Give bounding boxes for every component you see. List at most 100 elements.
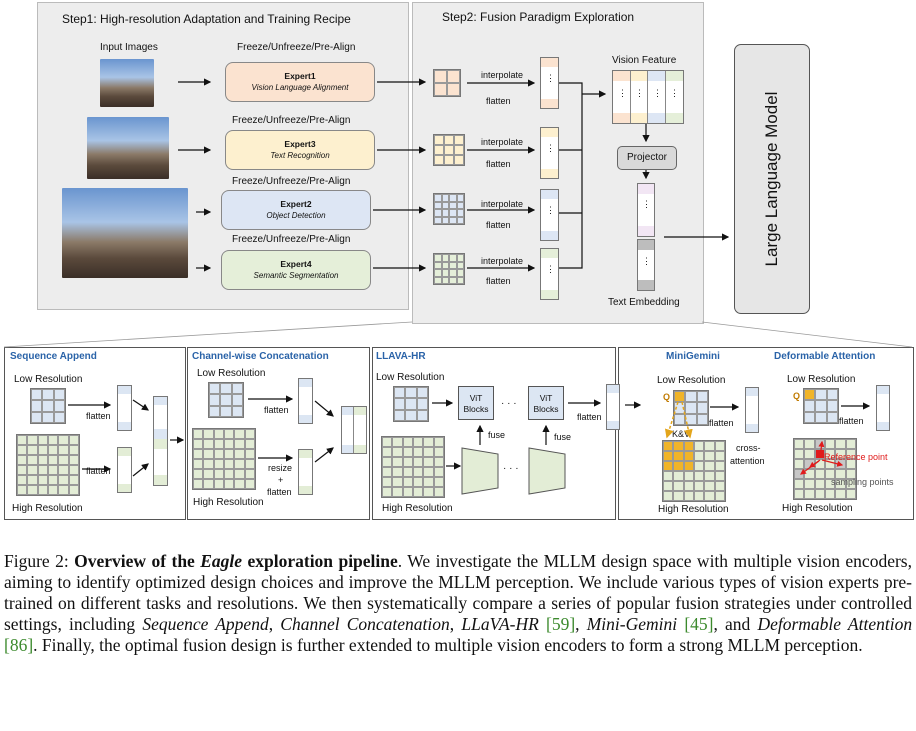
expert1-task: Vision Language Alignment — [251, 83, 349, 92]
seq-token-low — [117, 385, 132, 431]
vision-feature-dots-2: ⋮ — [635, 88, 644, 98]
expert1-name: Expert1 — [284, 71, 316, 81]
caption-method-4: Mini-Gemini — [586, 614, 678, 634]
expert4-box: Expert4 Semantic Segmentation — [221, 250, 371, 290]
llava-fuse-1: fuse — [488, 430, 506, 440]
interpolate-label-3: interpolate — [481, 199, 524, 209]
llava-low-res-label: Low Resolution — [376, 372, 445, 383]
channel-flatten-2: flatten — [267, 487, 292, 497]
deformable-q: Q — [793, 391, 801, 401]
projector-box: Projector — [617, 146, 677, 170]
caption-sep-1: , — [268, 614, 281, 634]
vit-blocks-label-2: Blocks — [533, 404, 559, 414]
feature-grid-4 — [433, 253, 465, 285]
token-dots-2: ⋮ — [546, 143, 555, 153]
vision-feature-dots-1: ⋮ — [618, 88, 627, 98]
deformable-title: Deformable Attention — [774, 351, 876, 362]
text-embedding-column — [637, 239, 655, 291]
caption-sep-3: , — [575, 614, 587, 634]
vision-feature-dots-4: ⋮ — [670, 88, 679, 98]
expert1-box: Expert1 Vision Language Alignment — [225, 62, 375, 102]
token-dots-4: ⋮ — [546, 264, 555, 274]
interpolate-label-1: interpolate — [481, 70, 524, 80]
deformable-token — [876, 385, 890, 431]
caption-method-2: Channel Concatenation — [280, 614, 450, 634]
vit-label-1: ViT — [469, 393, 483, 403]
channel-high-res-grid — [192, 428, 256, 490]
vision-feature-block — [612, 70, 684, 124]
caption-method-5: Deformable Attention — [757, 614, 913, 634]
token-dots-1: ⋮ — [546, 73, 555, 83]
expert4-name: Expert4 — [280, 259, 312, 269]
step1-title: Step1: High-resolution Adaptation and Tr… — [62, 12, 351, 26]
feature-grid-2 — [433, 134, 465, 166]
minigemini-cross-2: attention — [730, 456, 765, 466]
text-embedding-dots: ⋮ — [642, 256, 651, 266]
expert2-task: Object Detection — [266, 211, 326, 220]
llava-high-res-grid — [381, 436, 445, 498]
minigemini-title: MiniGemini — [666, 351, 720, 362]
caption-bold-1: Overview of the — [74, 551, 201, 571]
channel-token-concat — [341, 406, 367, 454]
expert2-box: Expert2 Object Detection — [221, 190, 371, 230]
expert3-name: Expert3 — [284, 139, 316, 149]
caption-prefix: Figure 2: — [4, 551, 75, 571]
expert4-task: Semantic Segmentation — [253, 271, 339, 280]
deformable-sampling-label: sampling points — [831, 477, 894, 487]
vision-feature-dots-3: ⋮ — [653, 88, 662, 98]
sequence-append-title: Sequence Append — [10, 351, 97, 362]
figure-caption: Figure 2: Overview of the Eagle explorat… — [4, 551, 912, 656]
deformable-flatten: flatten — [839, 416, 864, 426]
citation-59[interactable]: [59] — [546, 614, 576, 634]
seq-flatten-2: flatten — [86, 466, 111, 476]
minigemini-high-res-grid — [662, 440, 726, 502]
projected-token-column — [637, 183, 655, 237]
seq-high-res-label: High Resolution — [12, 503, 83, 514]
channel-concat-title: Channel-wise Concatenation — [192, 351, 329, 362]
conv-label-1: Conv — [471, 462, 493, 472]
channel-plus-label: + — [278, 475, 284, 485]
interpolate-label-4: interpolate — [481, 256, 524, 266]
large-language-model-box: Large Language Model — [734, 44, 810, 314]
expert2-name: Expert2 — [280, 199, 312, 209]
channel-token-low — [298, 378, 313, 424]
channel-low-res-label: Low Resolution — [197, 368, 266, 379]
flatten-label-4: flatten — [486, 276, 511, 286]
caption-sep-4: , and — [713, 614, 758, 634]
vit-label-2: ViT — [539, 393, 553, 403]
conv-blocks-label-1: Blocks — [468, 474, 495, 484]
minigemini-kv: K&V — [672, 429, 691, 439]
llava-ellipsis-bottom: · · · — [503, 463, 519, 474]
caption-text-1: . We investigate the MLLM design space w… — [4, 551, 912, 634]
interpolate-label-2: interpolate — [481, 137, 524, 147]
minigemini-token — [745, 387, 759, 433]
seq-low-res-label: Low Resolution — [14, 374, 83, 385]
channel-resize-label: resize — [268, 463, 293, 473]
llava-token — [606, 384, 620, 430]
citation-45[interactable]: [45] — [684, 614, 714, 634]
llm-label: Large Language Model — [762, 91, 781, 267]
input-image-2 — [87, 117, 169, 179]
llava-low-res-grid — [393, 386, 429, 422]
caption-sep-2: , — [449, 614, 462, 634]
caption-eagle: Eagle — [200, 551, 243, 571]
seq-token-appended — [153, 396, 168, 486]
minigemini-low-res-grid — [673, 390, 709, 426]
caption-bold-2: exploration pipeline — [242, 551, 398, 571]
deformable-low-res-grid — [803, 388, 839, 424]
feature-grid-1 — [433, 69, 461, 97]
llava-ellipsis-top: · · · — [501, 398, 517, 409]
vit-blocks-label-1: Blocks — [463, 404, 489, 414]
channel-high-res-label: High Resolution — [193, 497, 264, 508]
citation-86[interactable]: [86] — [4, 635, 34, 655]
token-dots-3: ⋮ — [546, 205, 555, 215]
minigemini-flatten: flatten — [709, 418, 734, 428]
input-images-label: Input Images — [100, 42, 158, 53]
freeze-label-4: Freeze/Unfreeze/Pre-Align — [232, 234, 351, 245]
conv-blocks-label-2: Blocks — [535, 474, 562, 484]
expert3-task: Text Recognition — [270, 151, 330, 160]
input-image-1 — [100, 59, 154, 107]
projected-dots: ⋮ — [642, 199, 651, 209]
freeze-label-3: Freeze/Unfreeze/Pre-Align — [232, 176, 351, 187]
